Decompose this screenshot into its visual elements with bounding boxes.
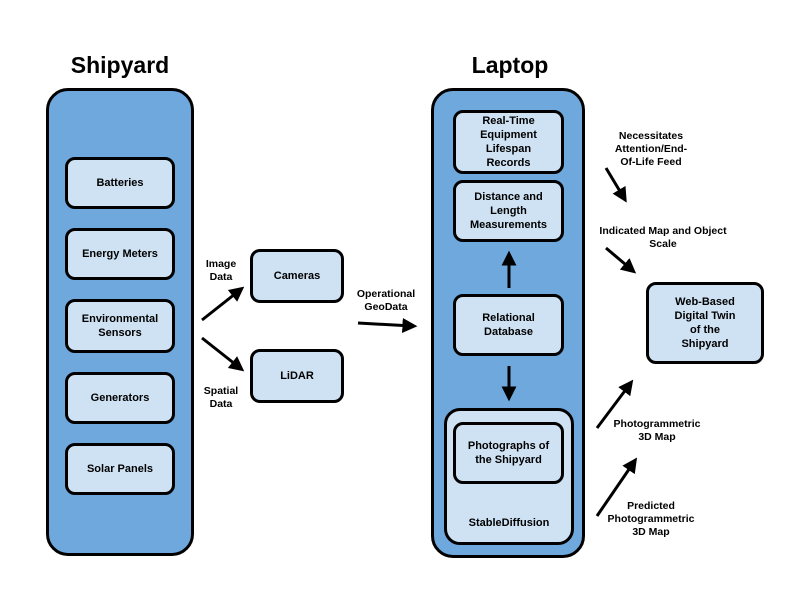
shipyard-item-solar-panels: Solar Panels xyxy=(65,443,175,495)
stable-diffusion-label: StableDiffusion xyxy=(468,517,550,529)
indicated-map-label: Indicated Map and Object Scale xyxy=(599,225,727,250)
arrow-predicted xyxy=(595,457,638,517)
lidar-node: LiDAR xyxy=(250,349,344,403)
arrow-to-laptop xyxy=(357,317,418,333)
cameras-node: Cameras xyxy=(250,249,344,303)
shipyard-item-energy-meters: Energy Meters xyxy=(65,228,175,280)
spatial-data-label: Spatial Data xyxy=(203,385,239,410)
laptop-title: Laptop xyxy=(471,52,549,78)
shipyard-item-generators: Generators xyxy=(65,372,175,424)
shipyard-item-environmental-sensors: Environmental Sensors xyxy=(65,299,175,353)
digital-twin-node: Web-Based Digital Twin of the Shipyard xyxy=(646,282,764,364)
relational-database-node: Relational Database xyxy=(453,294,564,356)
shipyard-title: Shipyard xyxy=(70,52,170,78)
arrow-sensors-to-lidar xyxy=(201,336,245,372)
operational-geodata-label: Operational GeoData xyxy=(356,288,416,313)
arrow-lifespan-feed xyxy=(604,167,627,203)
shipyard-item-batteries: Batteries xyxy=(65,157,175,209)
photogrammetric-label: Photogrammetric 3D Map xyxy=(613,418,701,443)
photographs-node: Photographs of the Shipyard xyxy=(453,422,564,484)
image-data-label: Image Data xyxy=(205,258,237,283)
predicted-label: Predicted Photogrammetric 3D Map xyxy=(607,500,695,538)
distance-measurements-node: Distance and Length Measurements xyxy=(453,180,564,242)
arrow-photogrammetric xyxy=(595,379,634,429)
lifespan-records-node: Real-Time Equipment Lifespan Records xyxy=(453,110,564,174)
necessitates-label: Necessitates Attention/End- Of-Life Feed xyxy=(614,130,688,168)
arrow-map-scale xyxy=(605,246,637,274)
arrow-sensors-to-cameras xyxy=(201,286,245,322)
